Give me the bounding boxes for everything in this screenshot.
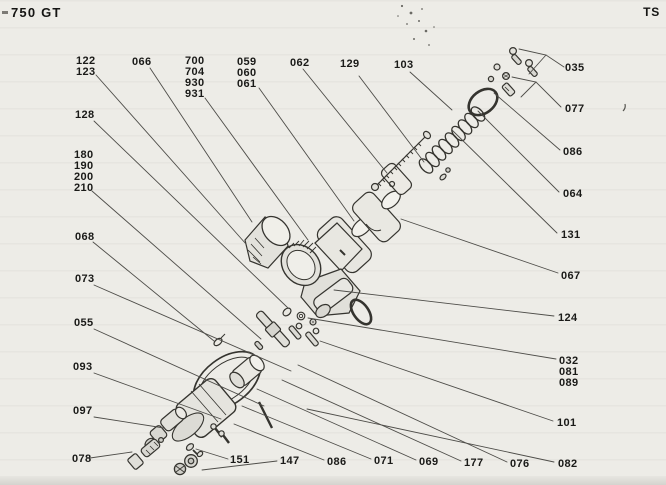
leader-lines	[89, 48, 565, 471]
part-label-069: 069	[419, 456, 439, 468]
page-title-model: 750 GT	[11, 5, 62, 20]
part-label-151: 151	[230, 454, 250, 466]
page-title-section: TS	[643, 5, 660, 19]
leader-line-076	[297, 364, 508, 463]
screws-art	[210, 423, 230, 444]
leader-line-073	[93, 284, 292, 372]
scan-mark	[2, 11, 8, 14]
needle-holder-art	[380, 162, 413, 196]
scan-speckles	[397, 4, 435, 46]
leader-line-101	[319, 340, 554, 422]
part-label-082: 082	[558, 458, 578, 470]
leader-line-151	[195, 448, 229, 460]
leader-line-124	[333, 289, 555, 317]
part-label-103: 103	[394, 59, 414, 71]
throttle-slide-art	[352, 190, 401, 243]
leader-line-078	[89, 451, 133, 459]
leader-line-128	[93, 120, 289, 309]
banjo-bolt-art	[127, 437, 165, 470]
part-label-078: 078	[72, 453, 92, 465]
leader-line-062	[302, 68, 388, 174]
leader-line-032-081-089	[307, 317, 557, 360]
leader-line-064	[477, 110, 560, 193]
leader-line-055	[93, 328, 265, 407]
o-ring-art	[349, 298, 373, 326]
leader-line-077-bracket	[520, 81, 537, 98]
jets-art	[254, 307, 320, 351]
leader-line-071	[241, 405, 372, 460]
stray-mark	[622, 103, 626, 112]
part-label-086-bottom: 086	[327, 456, 347, 468]
part-label-077: 077	[565, 103, 585, 115]
leader-line-067	[400, 218, 559, 274]
drain-plug-art	[173, 450, 204, 476]
leader-line-068	[92, 241, 215, 342]
part-label-068: 068	[75, 231, 95, 243]
part-label-035: 035	[565, 62, 585, 74]
leader-line-035-bracket	[528, 54, 547, 75]
leader-line-180-190-200-210	[91, 190, 262, 340]
part-label-073: 073	[75, 273, 95, 285]
leader-line-093	[93, 372, 222, 420]
leader-line-177	[281, 379, 462, 462]
carburetor-body-art	[279, 222, 363, 319]
scan-shadow-band	[0, 476, 666, 485]
leader-line-097	[93, 416, 165, 429]
float-pivot-pin-art	[257, 401, 274, 429]
part-label-062: 062	[290, 57, 310, 69]
leader-line-069	[256, 388, 417, 461]
leader-line-147	[201, 460, 278, 471]
part-label-097: 097	[73, 405, 93, 417]
float-valve-art	[213, 333, 226, 347]
part-label-055: 055	[74, 317, 94, 329]
part-label-093: 093	[73, 361, 93, 373]
leader-line-103	[409, 71, 453, 111]
part-label-147: 147	[280, 455, 300, 467]
part-label-067: 067	[561, 270, 581, 282]
leader-line-129	[358, 75, 425, 163]
adjuster-nuts-art	[487, 63, 516, 97]
part-label-129: 129	[340, 58, 360, 70]
part-label-128: 128	[75, 109, 95, 121]
leader-line-131	[451, 129, 558, 234]
leader-line-086-right	[493, 92, 561, 151]
leader-line-077	[511, 76, 562, 108]
part-label-177: 177	[464, 457, 484, 469]
spring-seat-ring-art	[467, 87, 499, 117]
leader-line-086-bottom	[233, 423, 325, 461]
part-label-066: 066	[132, 56, 152, 68]
needle-clip-art	[439, 167, 451, 181]
leader-line-066	[149, 67, 253, 223]
leader-line-082	[306, 408, 555, 463]
float-chamber-art	[171, 378, 237, 442]
part-label-076: 076	[510, 458, 530, 470]
part-label-131: 131	[561, 229, 581, 241]
part-label-064: 064	[563, 188, 583, 200]
leader-line-700-704-930-931	[204, 97, 309, 241]
cable-ends-art	[509, 46, 538, 78]
leader-line-122-123	[95, 74, 247, 245]
part-label-124: 124	[558, 312, 578, 324]
part-label-086-right: 086	[563, 146, 583, 158]
dust-cover-cap-art	[244, 215, 291, 269]
exploded-view-artwork	[127, 4, 626, 476]
leader-line-059-060-061	[258, 87, 355, 222]
cable-adjuster-rod-art	[370, 130, 432, 192]
float-art	[229, 354, 265, 389]
part-label-071: 071	[374, 455, 394, 467]
part-label-101: 101	[557, 417, 577, 429]
throttle-spring-art	[418, 106, 486, 174]
